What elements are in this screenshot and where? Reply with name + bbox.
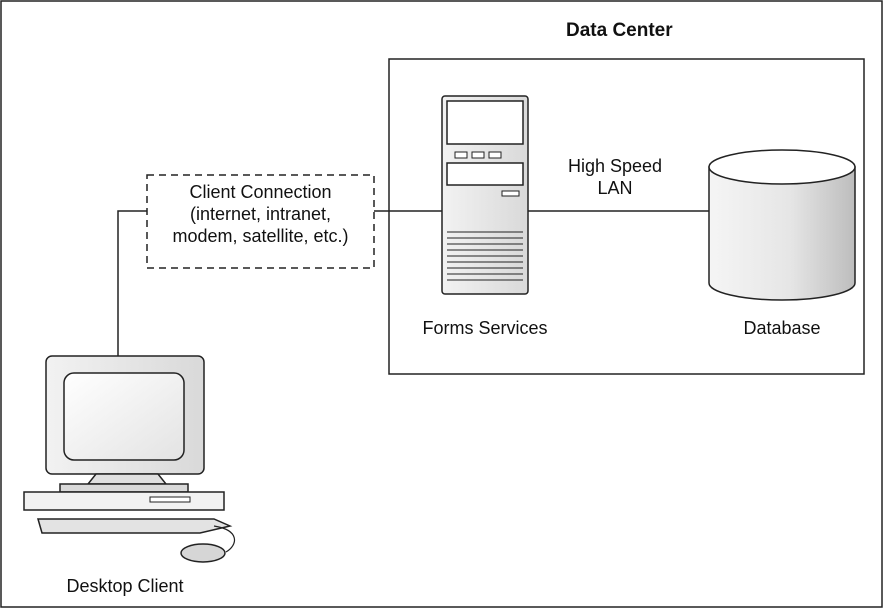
database-label: Database [743, 318, 821, 338]
forms-services-label: Forms Services [422, 318, 548, 338]
client-connection-line-2: (internet, intranet, [189, 204, 332, 224]
connector-lines [117, 210, 709, 356]
database-icon [708, 149, 856, 301]
client-connection-line-1: Client Connection [189, 182, 332, 202]
client-connection-label: Client Connection (internet, intranet, m… [147, 181, 374, 247]
desktop-client-label: Desktop Client [66, 576, 184, 596]
lan-label-line-2: LAN [597, 178, 633, 198]
data-center-box [388, 58, 865, 375]
server-tower-icon [441, 95, 529, 295]
lan-label: High Speed LAN [555, 155, 675, 199]
client-connection-box [146, 174, 375, 269]
desktop-computer-icon [23, 355, 235, 563]
data-center-title: Data Center [566, 20, 673, 41]
lan-label-line-1: High Speed [567, 156, 663, 176]
mouse-icon [180, 543, 226, 563]
client-connection-line-3: modem, satellite, etc.) [172, 226, 349, 246]
client-to-connection-line [117, 210, 147, 356]
